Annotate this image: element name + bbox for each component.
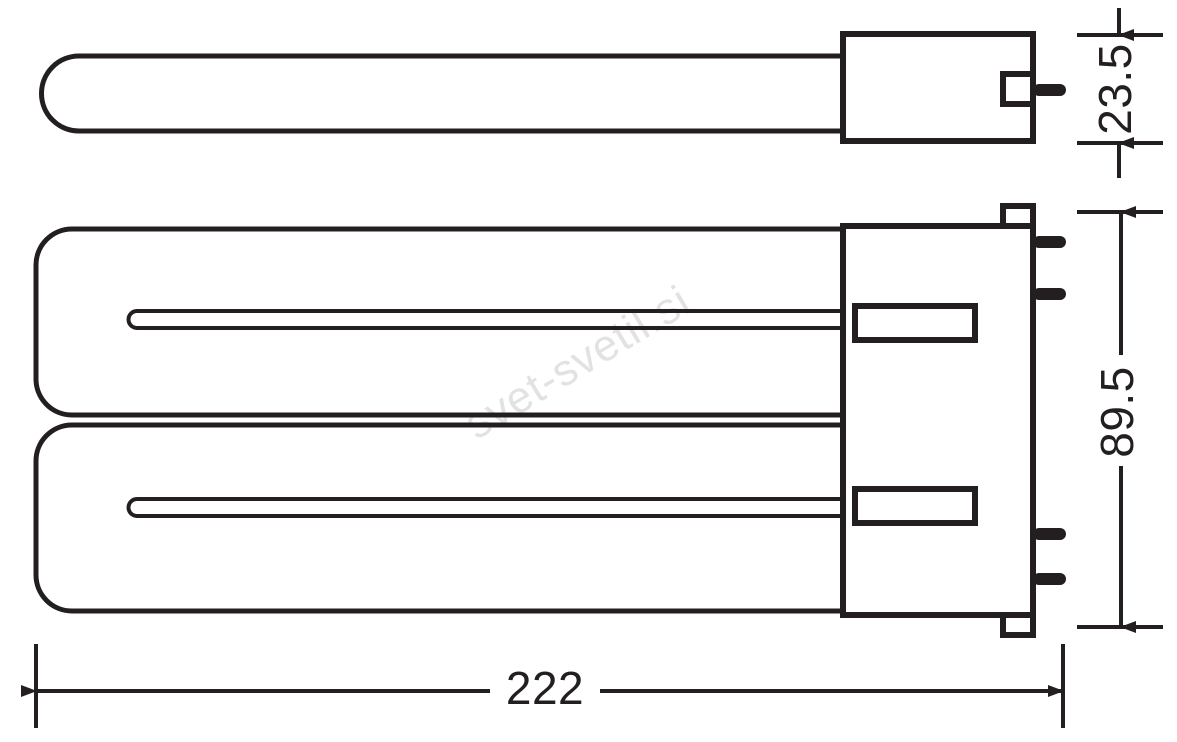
middle-tube-divider [126,309,880,330]
dimension-89-5: 89.5 [1077,206,1163,633]
contact-pin-upper [1033,84,1066,96]
dim-23-5-label: 23.5 [1089,43,1141,135]
dimension-222: 222 [21,644,1065,728]
upper-tube-assembly [39,31,1066,144]
lower-glass-tube [33,422,880,614]
dim-222-label: 222 [506,662,584,714]
middle-tube-assembly [33,226,880,418]
contact-pin-3 [1033,528,1066,540]
base-slot-upper [852,303,978,343]
base-slot-lower [852,486,978,526]
contact-pin-4 [1033,573,1066,585]
contact-pin-2 [1033,288,1066,300]
lower-tube-divider [126,497,880,518]
contact-pin-1 [1033,236,1066,248]
main-base-assembly [840,203,1066,638]
lower-tube-assembly [33,422,880,614]
upper-base-notch [1000,71,1036,107]
middle-glass-tube [33,226,880,418]
dim-89-5-label: 89.5 [1091,366,1143,458]
upper-glass-tube [39,53,890,134]
main-lamp-base [840,223,1036,618]
dimension-23-5: 23.5 [1077,8,1163,178]
